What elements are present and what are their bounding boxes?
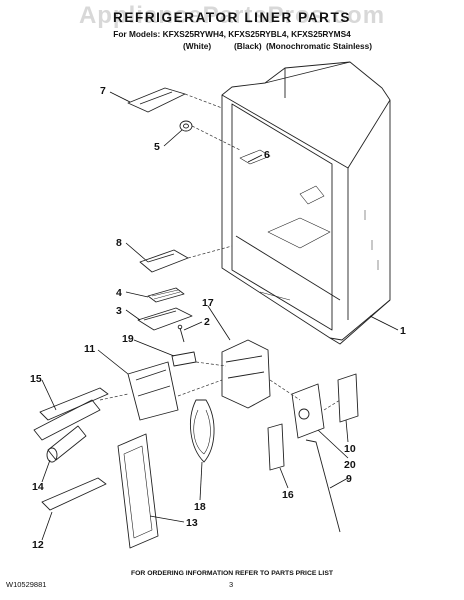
- callout-5: 5: [154, 141, 160, 153]
- part-16-clip: [267, 423, 285, 471]
- part-10-valve-bracket: [337, 373, 359, 423]
- callout-18: 18: [194, 501, 206, 513]
- callout-12: 12: [32, 539, 44, 551]
- callout-3: 3: [116, 305, 122, 317]
- part-12-tray: [41, 477, 107, 511]
- callout-2: 2: [204, 316, 210, 328]
- callout-11: 11: [84, 343, 95, 355]
- callout-20: 20: [344, 459, 356, 471]
- liner-box: [221, 61, 391, 345]
- leader-lines: [99, 93, 341, 411]
- document-number: W10529881: [6, 580, 47, 589]
- variant-black: (Black): [234, 41, 262, 51]
- callout-8: 8: [116, 237, 122, 249]
- part-4-filter-pad: [147, 287, 185, 303]
- part-14-filter-cartridge: [46, 425, 87, 463]
- callout-leaders: [41, 91, 399, 541]
- part-11-housing: [127, 361, 179, 421]
- callout-10: 10: [344, 443, 356, 455]
- page-title: REFRIGERATOR LINER PARTS: [113, 10, 351, 25]
- part-20-water-valve: [291, 383, 325, 439]
- callout-19: 19: [122, 333, 134, 345]
- variant-white: (White): [183, 41, 212, 51]
- callout-labels: 7 5 6 8 4 3 17 2 1 19 11 15 14 16 10 20 …: [30, 85, 406, 551]
- callout-17: 17: [202, 297, 214, 309]
- callout-9: 9: [346, 473, 352, 485]
- part-2-screw: [177, 324, 185, 343]
- watermark-text: AppliancePartsPros.com: [78, 2, 386, 29]
- part-9-tube: [305, 439, 341, 533]
- part-18-tubing-coil: [190, 399, 215, 463]
- callout-4: 4: [116, 287, 122, 299]
- callout-16: 16: [282, 489, 294, 501]
- ordering-note: FOR ORDERING INFORMATION REFER TO PARTS …: [130, 570, 334, 577]
- part-3-cover: [137, 307, 193, 331]
- callout-15: 15: [30, 373, 42, 385]
- model-list: For Models: KFXS25RYWH4, KFXS25RYBL4, KF…: [113, 29, 351, 39]
- part-17-bracket: [221, 339, 271, 409]
- part-19-connector: [171, 351, 197, 367]
- callout-14: 14: [32, 481, 44, 493]
- page-number: 3: [229, 580, 234, 589]
- part-15-filter-base: [33, 387, 109, 441]
- callout-1: 1: [400, 325, 406, 337]
- variant-stainless: (Monochromatic Stainless): [266, 41, 373, 51]
- callout-7: 7: [100, 85, 106, 97]
- part-13-panel: [117, 433, 159, 549]
- part-7-rail: [127, 87, 186, 113]
- part-5-cap: [179, 120, 193, 132]
- callout-6: 6: [264, 149, 270, 161]
- callout-13: 13: [186, 517, 198, 529]
